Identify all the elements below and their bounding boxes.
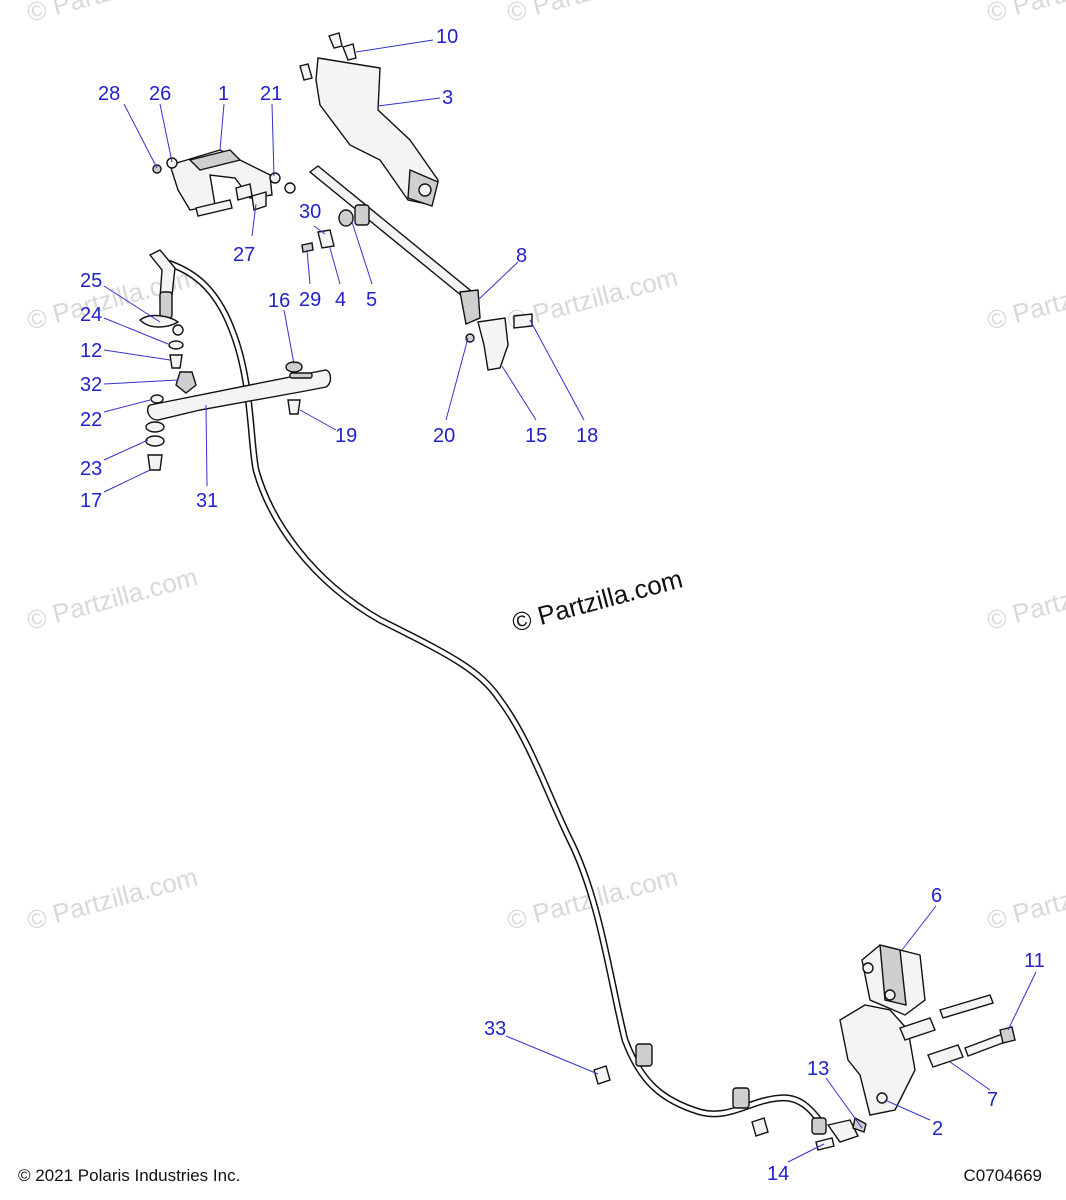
cable-end-upper	[138, 249, 184, 369]
callout-11: 11	[1024, 950, 1045, 972]
lever-arm	[146, 369, 332, 421]
callout-29: 29	[299, 289, 321, 311]
watermark-center: © Partzilla.com	[509, 563, 686, 637]
copyright-notice: © 2021 Polaris Industries Inc.	[18, 1166, 241, 1185]
watermark: © Partzilla.com	[24, 861, 201, 935]
caliper-bracket	[839, 1004, 916, 1116]
watermark: © Partzilla.com	[24, 561, 201, 635]
callout-14: 14	[767, 1163, 789, 1185]
cable-bolt	[751, 1117, 769, 1137]
cable-end-lower	[811, 1116, 867, 1151]
callout-8: 8	[516, 245, 527, 267]
callout-23: 23	[80, 458, 102, 480]
watermark-layer: © Partzilla.com © Partzilla.com © Partzi…	[24, 0, 1066, 936]
callout-5: 5	[366, 289, 377, 311]
brake-cable	[161, 258, 826, 1128]
cable-clamp	[635, 1043, 653, 1067]
caliper-pins	[899, 994, 1016, 1068]
small-clip-parts	[301, 229, 335, 253]
watermark: © Partzilla.com	[984, 861, 1066, 935]
callout-16: 16	[268, 290, 290, 312]
callout-26: 26	[149, 83, 171, 105]
watermark: © Partzilla.com	[984, 0, 1066, 28]
callout-7: 7	[987, 1089, 998, 1111]
lever-parts-right	[459, 289, 533, 371]
watermark: © Partzilla.com	[984, 261, 1066, 335]
callout-32: 32	[80, 374, 102, 396]
mounting-bracket	[299, 32, 439, 207]
callout-31: 31	[196, 490, 218, 512]
leader-lines	[103, 39, 1037, 1163]
callout-24: 24	[80, 304, 102, 326]
watermark: © Partzilla.com	[24, 0, 201, 28]
callout-10: 10	[436, 26, 458, 48]
callout-6: 6	[931, 885, 942, 907]
callout-1: 1	[218, 83, 229, 105]
watermark: © Partzilla.com	[504, 0, 681, 28]
callout-2: 2	[932, 1118, 943, 1140]
callout-17: 17	[80, 490, 102, 512]
cable-clamp	[732, 1087, 750, 1109]
brake-caliper	[861, 944, 926, 1016]
watermark: © Partzilla.com	[984, 561, 1066, 635]
callout-20: 20	[433, 425, 455, 447]
bracket-assembly-upper	[152, 149, 296, 217]
callout-33: 33	[484, 1018, 506, 1040]
callout-labels: 1 2 3 4 5 6 7 8 10 11 12 13 14 15 16 17 …	[80, 26, 1045, 1185]
pivot-shaft	[308, 165, 472, 297]
callout-4: 4	[335, 289, 346, 311]
callout-27: 27	[233, 244, 255, 266]
callout-30: 30	[299, 201, 321, 223]
diagram-code: C0704669	[963, 1166, 1042, 1185]
callout-13: 13	[807, 1058, 829, 1080]
callout-3: 3	[442, 87, 453, 109]
adjuster-knob	[175, 371, 197, 394]
callout-22: 22	[80, 409, 102, 431]
callout-18: 18	[576, 425, 598, 447]
callout-15: 15	[525, 425, 547, 447]
callout-12: 12	[80, 340, 102, 362]
callout-19: 19	[335, 425, 357, 447]
cable-bolt	[593, 1065, 611, 1085]
callout-25: 25	[80, 270, 102, 292]
callout-21: 21	[260, 83, 282, 105]
callout-28: 28	[98, 83, 120, 105]
